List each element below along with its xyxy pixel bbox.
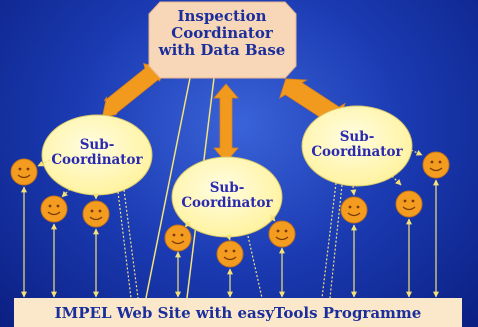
sub-right-to-smiley-8 [391, 175, 402, 186]
sub-left-to-website-line-a [117, 191, 132, 299]
smiley-face-3 [82, 200, 110, 228]
sub-right-to-website-line-b [329, 184, 343, 299]
sub-coordinator-left-label: Sub- Coordinator [44, 137, 150, 169]
smiley-face-9 [422, 151, 450, 179]
smiley-face-7 [340, 196, 368, 224]
sub-mid-to-website-line [247, 235, 263, 299]
smiley-face-8 [395, 190, 423, 218]
sub-coordinator-right-line1: Sub- [339, 129, 375, 145]
smiley-website-connectors [21, 179, 439, 298]
coordinator-label-line3: with Data Base [158, 40, 286, 59]
coordinator-label-line2: Coordinator [171, 23, 273, 42]
smiley-face-2 [40, 195, 68, 223]
sub-right-to-smiley-7 [350, 185, 357, 196]
sub-coordinator-left-line1: Sub- [79, 137, 115, 153]
sub-coordinator-left-line2: Coordinator [51, 152, 143, 169]
smiley-face-6 [268, 220, 296, 248]
sub-coordinator-right-label: Sub- Coordinator [304, 129, 410, 161]
sub-left-to-website-line-b [123, 189, 139, 299]
sub-mid-to-smiley-5 [225, 233, 232, 241]
sub-coordinator-mid-line1: Sub- [209, 180, 245, 196]
sub-coordinator-mid-label: Sub- Coordinator [174, 180, 280, 212]
website-bar: IMPEL Web Site with easyTools Programme [14, 298, 462, 327]
coordinator-label: Inspection Coordinator with Data Base [149, 8, 295, 58]
sub-right-to-smiley-9 [410, 149, 423, 156]
sub-coordinator-mid-line2: Coordinator [181, 195, 273, 212]
coordinator-to-website-line-1 [145, 77, 191, 299]
arrow-coordinator-to-sub-mid [213, 83, 239, 163]
sub-coordinator-right [301, 105, 413, 187]
sub-coordinator-right-line2: Coordinator [311, 144, 403, 161]
website-label: IMPEL Web Site with easyTools Programme [54, 303, 422, 322]
sub-mid-to-smiley-4 [184, 221, 191, 228]
sub-right-to-website-line-a [321, 182, 337, 299]
sub-left-to-smiley-2 [61, 188, 71, 198]
coordinator-label-line1: Inspection [177, 7, 267, 25]
smiley-face-1 [10, 158, 38, 186]
smiley-face-5 [216, 240, 244, 268]
sub-mid-to-smiley-6 [269, 214, 276, 222]
smiley-face-4 [164, 224, 192, 252]
coordinator-box [148, 1, 297, 79]
